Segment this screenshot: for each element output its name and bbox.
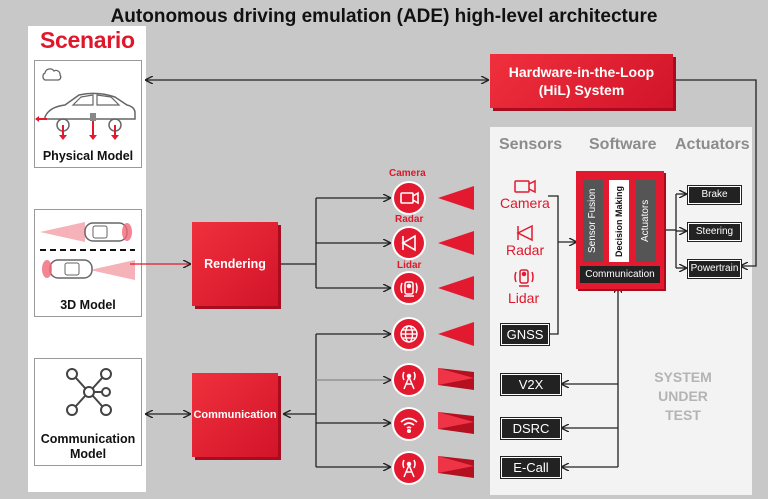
communication-model-label-2: Model <box>69 447 107 461</box>
gnss-emulator <box>394 319 424 349</box>
sensor-fusion-box <box>583 180 603 262</box>
hil-system-block: Hardware-in-the-Loop (HiL) System <box>490 54 673 108</box>
car-icon <box>40 222 135 280</box>
radar-emulator <box>394 228 424 258</box>
v2x-box: V2X <box>500 373 562 396</box>
actuators-sw-box <box>636 180 656 262</box>
globe-icon <box>400 325 418 343</box>
radar-icon <box>516 224 533 242</box>
camera-icon <box>514 179 536 194</box>
dsrc-emulator <box>394 409 424 439</box>
communication-model-card: Communication Model <box>34 358 142 466</box>
actuators-header: Actuators <box>675 136 750 153</box>
radar-sensor-label: Radar <box>506 242 545 258</box>
lidar-emulator <box>394 273 424 303</box>
sut-label-2: UNDER <box>658 388 708 404</box>
camera-emulator-label: Camera <box>389 168 426 179</box>
radar-icon <box>401 234 416 252</box>
antenna-icon <box>402 371 416 390</box>
lidar-emulator-label: Lidar <box>397 260 422 271</box>
ecall-box: E-Call <box>500 456 562 479</box>
cloud-icon <box>42 68 62 81</box>
communication-model-label-1: Communication <box>40 432 136 446</box>
actuators-sw-label: Actuators <box>640 199 651 243</box>
dsrc-box: DSRC <box>500 417 562 440</box>
model-3d-card: 3D Model <box>34 209 142 317</box>
camera-icon <box>400 191 419 205</box>
decision-making-box <box>609 180 629 262</box>
sut-label-3: TEST <box>665 407 701 423</box>
sut-label-1: SYSTEM <box>654 369 712 385</box>
lidar-sensor-label: Lidar <box>508 290 540 306</box>
scenario-title: Scenario <box>40 27 135 53</box>
network-node-icon <box>66 368 112 416</box>
sensors-header: Sensors <box>499 136 563 153</box>
powertrain-box: Powertrain <box>687 259 742 279</box>
hil-label-2: (HiL) System <box>538 82 625 98</box>
wifi-icon <box>400 417 418 434</box>
radar-emulator-label: Radar <box>395 214 424 225</box>
hil-label-1: Hardware-in-the-Loop <box>508 64 655 80</box>
rendering-block: Rendering <box>192 222 278 306</box>
physical-model-card: Physical Model <box>34 60 142 168</box>
brake-box: Brake <box>687 185 742 205</box>
decision-making-label: Decision Making <box>614 185 624 257</box>
antenna-icon <box>402 459 416 478</box>
car-icon <box>35 68 136 140</box>
communication-block: Communication <box>192 373 278 457</box>
gnss-box: GNSS <box>500 323 550 346</box>
steering-box: Steering <box>687 222 742 242</box>
lidar-icon <box>400 281 418 297</box>
camera-emulator <box>394 183 424 213</box>
v2x-emulator <box>394 365 424 395</box>
software-communication-bar: Communication <box>580 266 660 283</box>
software-header: Software <box>589 136 657 153</box>
lidar-icon <box>514 269 534 287</box>
model-3d-label: 3D Model <box>60 298 116 312</box>
ecall-emulator <box>394 453 424 483</box>
physical-model-label: Physical Model <box>42 149 134 163</box>
camera-sensor-label: Camera <box>500 195 550 211</box>
sensor-fusion-label: Sensor Fusion <box>587 188 598 254</box>
diagram-title: Autonomous driving emulation (ADE) high-… <box>110 6 658 27</box>
